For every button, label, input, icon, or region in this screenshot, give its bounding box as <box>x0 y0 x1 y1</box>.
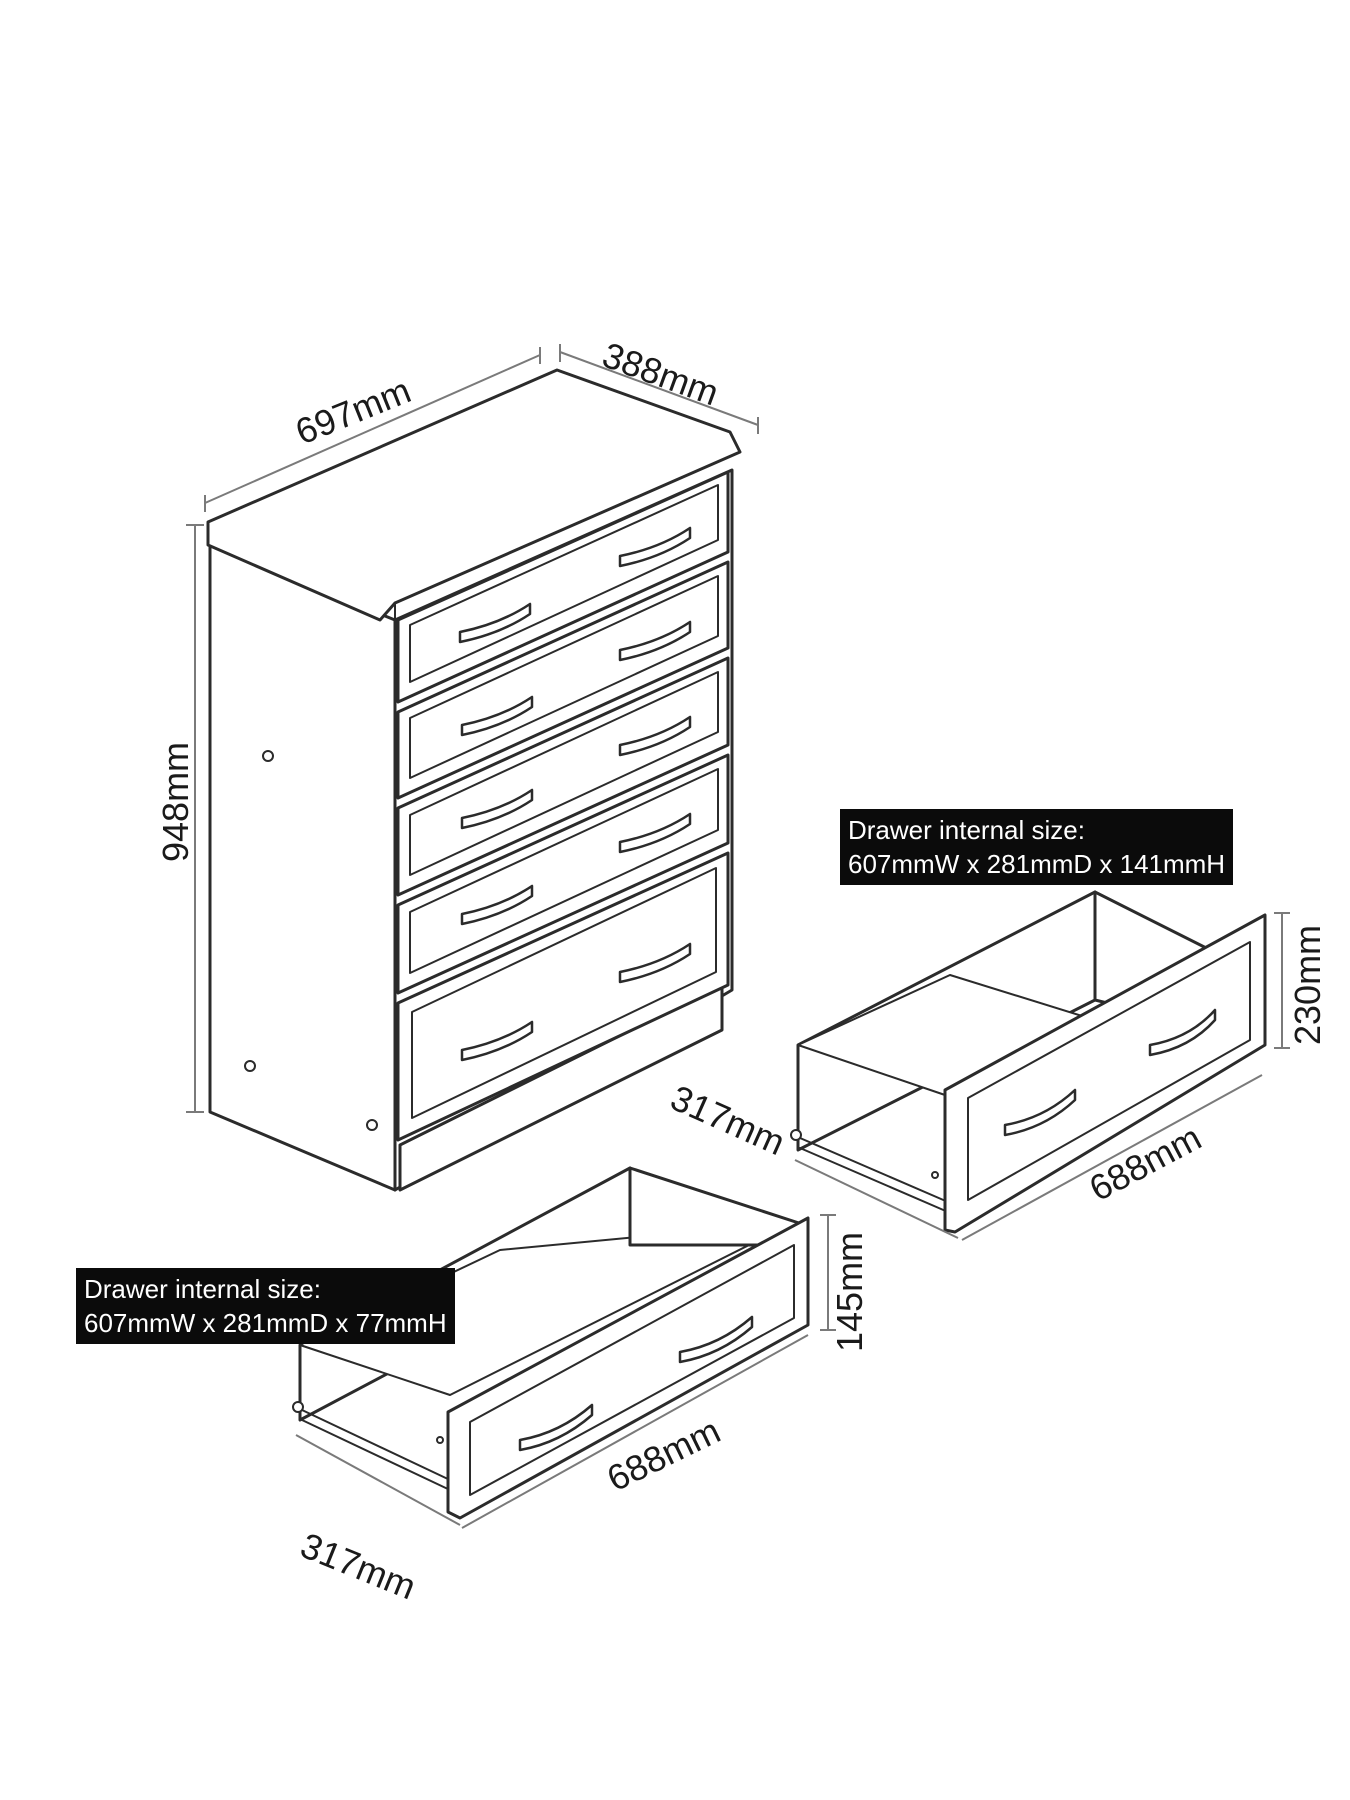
drawer-handle <box>458 602 532 644</box>
deep-drawer <box>790 890 1267 1234</box>
chest-screw <box>366 1119 378 1131</box>
deep-drawer-label-line1: Drawer internal size: <box>848 815 1085 845</box>
drawer-handle <box>618 620 692 662</box>
drawer-handle <box>618 812 692 854</box>
drawer-handle <box>460 788 534 830</box>
drawer-handle <box>618 715 692 757</box>
drawer-runner-wheel <box>790 1129 802 1141</box>
drawer-screw <box>931 1171 939 1179</box>
drawer-handle <box>518 1403 594 1452</box>
shallow-drawer-label-line1: Drawer internal size: <box>84 1274 321 1304</box>
drawer-handle <box>460 695 534 737</box>
shallow-drawer-depth-label: 317mm <box>295 1524 422 1607</box>
chest-of-drawers <box>206 368 742 1192</box>
shallow-drawer-height-label: 145mm <box>829 1232 870 1352</box>
drawer-handle <box>678 1315 754 1364</box>
deep-drawer-height-label: 230mm <box>1287 925 1328 1045</box>
chest-side-panel <box>208 543 397 1192</box>
drawer-handle <box>618 942 692 984</box>
shallow-drawer-label-line2: 607mmW x 281mmD x 77mmH <box>84 1308 447 1338</box>
drawer-handle <box>1003 1088 1077 1137</box>
chest-drawer <box>396 560 730 800</box>
drawer-runner-wheel <box>292 1401 304 1413</box>
drawer-screw <box>436 1436 444 1444</box>
chest-height-label: 948mm <box>155 742 196 862</box>
deep-drawer-internal-size-label: Drawer internal size: 607mmW x 281mmD x … <box>840 809 1234 885</box>
chest-drawer <box>396 470 730 704</box>
drawer-handle <box>460 1020 534 1062</box>
drawer-handle <box>618 526 692 568</box>
deep-drawer-depth-label: 317mm <box>665 1077 791 1163</box>
chest-dimension-lines <box>186 344 759 1113</box>
drawer-handle <box>460 884 534 926</box>
chest-drawer <box>396 656 730 897</box>
shallow-drawer <box>292 1166 810 1520</box>
shallow-drawer-internal-size-label: Drawer internal size: 607mmW x 281mmD x … <box>76 1268 455 1344</box>
deep-drawer-label-line2: 607mmW x 281mmD x 141mmH <box>848 849 1226 879</box>
shallow-drawer-dimension-lines <box>295 1214 836 1529</box>
drawer-handle <box>1148 1008 1217 1057</box>
chest-drawer <box>396 851 730 1142</box>
chest-screw <box>262 750 274 762</box>
chest-screw <box>244 1060 256 1072</box>
chest-drawer <box>396 753 730 995</box>
deep-drawer-dimension-lines <box>794 912 1290 1241</box>
